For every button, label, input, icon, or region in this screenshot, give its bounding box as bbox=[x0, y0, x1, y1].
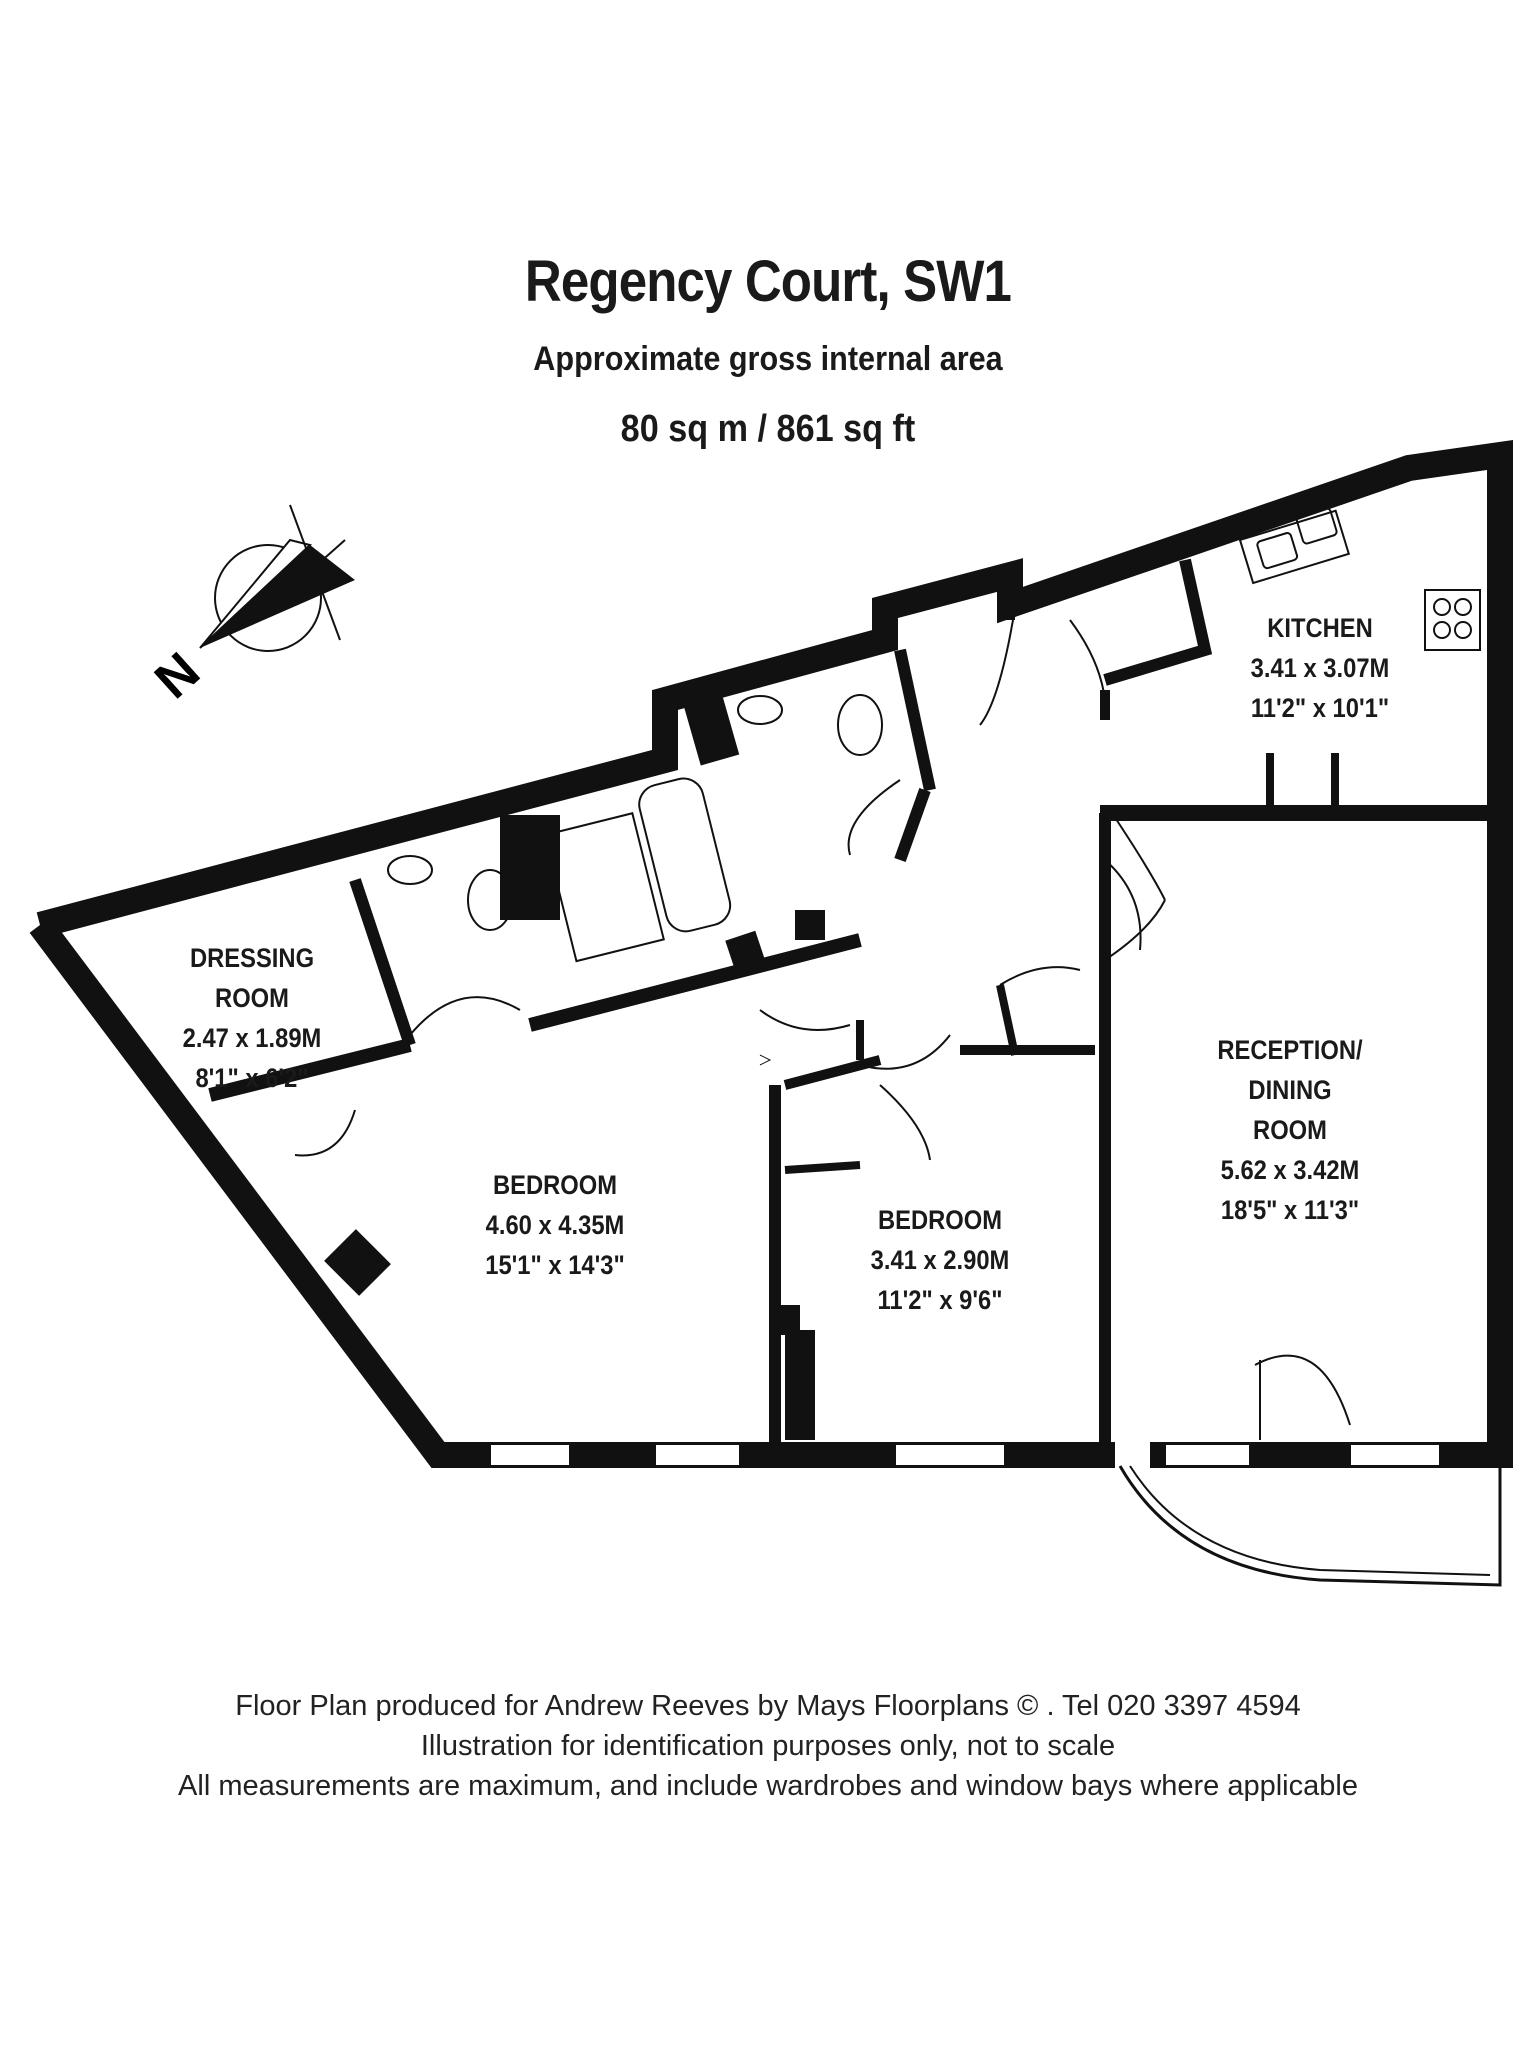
walls bbox=[29, 440, 1513, 1468]
plan-title: Regency Court, SW1 bbox=[524, 249, 1012, 314]
room-name: DRESSING bbox=[189, 943, 315, 973]
room-name: BEDROOM bbox=[877, 1205, 1003, 1235]
north-arrow-icon bbox=[199, 504, 355, 652]
room-bedroom-2: BEDROOM 3.41 x 2.90M 11'2" x 9'6" bbox=[871, 1200, 1010, 1320]
room-metric: 3.41 x 3.07M bbox=[1250, 653, 1390, 683]
room-name: KITCHEN bbox=[1267, 613, 1373, 643]
room-imperial: 11'2" x 9'6" bbox=[877, 1285, 1003, 1315]
room-imperial: 15'1" x 14'3" bbox=[485, 1250, 625, 1280]
room-metric: 5.62 x 3.42M bbox=[1220, 1155, 1360, 1185]
room-imperial: 18'5" x 11'3" bbox=[1220, 1195, 1360, 1225]
balcony bbox=[1118, 1465, 1502, 1587]
room-reception: RECEPTION/ DINING ROOM 5.62 x 3.42M 18'5… bbox=[1217, 1030, 1362, 1230]
room-bedroom-1: BEDROOM 4.60 x 4.35M 15'1" x 14'3" bbox=[485, 1165, 625, 1285]
room-kitchen: KITCHEN 3.41 x 3.07M 11'2" x 10'1" bbox=[1251, 608, 1390, 728]
north-letter: N bbox=[144, 642, 211, 710]
room-name: ROOM bbox=[1253, 1115, 1327, 1145]
doors bbox=[294, 607, 1351, 1440]
room-dressing: DRESSING ROOM 2.47 x 1.89M 8'1" x 6'2" bbox=[183, 938, 322, 1098]
room-metric: 4.60 x 4.35M bbox=[485, 1210, 625, 1240]
room-name: RECEPTION/ bbox=[1217, 1035, 1363, 1065]
windows bbox=[489, 1443, 1441, 1467]
footer-measurements: All measurements are maximum, and includ… bbox=[178, 1770, 1358, 1802]
room-imperial: 11'2" x 10'1" bbox=[1250, 693, 1390, 723]
room-name: ROOM bbox=[215, 983, 289, 1013]
fixtures bbox=[387, 507, 1481, 963]
footer-credit: Floor Plan produced for Andrew Reeves by… bbox=[235, 1690, 1301, 1722]
room-metric: 2.47 x 1.89M bbox=[182, 1023, 322, 1053]
area-caption: Approximate gross internal area bbox=[533, 340, 1003, 378]
room-name: DINING bbox=[1248, 1075, 1332, 1105]
room-imperial: 8'1" x 6'2" bbox=[195, 1063, 309, 1093]
room-metric: 3.41 x 2.90M bbox=[870, 1245, 1010, 1275]
area-value: 80 sq m / 861 sq ft bbox=[620, 408, 916, 450]
room-name: BEDROOM bbox=[492, 1170, 618, 1200]
footer-disclaimer: Illustration for identification purposes… bbox=[420, 1730, 1116, 1762]
